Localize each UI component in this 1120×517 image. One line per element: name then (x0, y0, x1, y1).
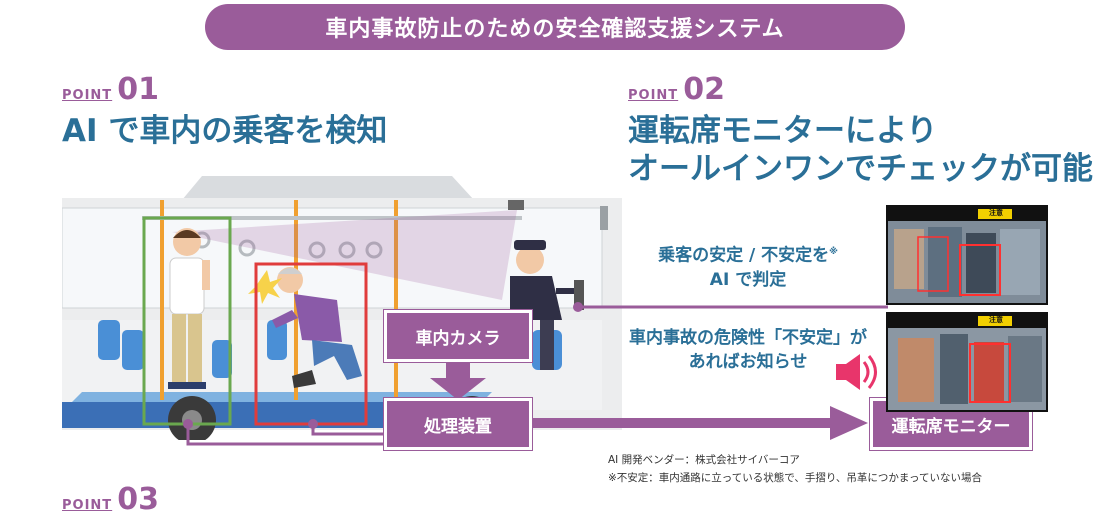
processor-box-label: 処理装置 (424, 416, 492, 437)
feature2-line2: あればお知らせ (688, 352, 808, 372)
camera-dot (573, 302, 583, 312)
strap-ring-3 (308, 241, 326, 259)
feature1-line2: AI で判定 (709, 269, 787, 290)
feature-alert-text: 車内事故の危険性「不安定」が あればお知らせ (612, 326, 884, 374)
processor-box: 処理装置 (384, 398, 532, 450)
point-01-title: AI で車内の乗客を検知 (62, 113, 388, 149)
point-02-word: POINT (628, 88, 679, 103)
camera-icon (508, 200, 524, 210)
falling-passenger (272, 267, 362, 388)
banner-title: 車内事故防止のための安全確認支援システム (325, 17, 785, 42)
monitor-screen-bottom: 注意 (886, 312, 1048, 412)
vendor-note: AI 開発ベンダー：株式会社サイバーコア (608, 454, 800, 466)
feature2-line1: 車内事故の危険性「不安定」が (629, 328, 867, 348)
impact-burst-icon (248, 270, 282, 304)
strap-ring-5 (365, 241, 383, 259)
unstable-to-processor-line (311, 424, 388, 436)
monitor-box-label: 運転席モニター (891, 416, 1011, 437)
seat-3 (212, 340, 232, 378)
processor-monitor-shaft (530, 418, 830, 428)
definition-note: ※不安定：車内通路に立っている状態で、手摺り、吊革につかまっていない場合 (608, 472, 982, 484)
point-01-number: 01 (117, 72, 160, 107)
stable-dot (183, 419, 193, 429)
point-02-title-line1: 運転席モニターにより (628, 113, 938, 149)
front-mirror (600, 206, 608, 230)
camera-to-processor-arrow (430, 362, 486, 400)
hand-rail (142, 216, 522, 220)
seat-1 (98, 320, 120, 360)
point-02-label: POINT 02 (628, 72, 725, 107)
monitor-screen-top-view (888, 207, 1046, 303)
point-03-number: 03 (117, 482, 160, 517)
monitor-screen-bottom-view (888, 314, 1046, 410)
point-01-label: POINT 01 (62, 72, 159, 107)
point-02-number: 02 (683, 72, 726, 107)
monitor-bottom-status: 注意 (989, 316, 1003, 324)
pole-1 (160, 200, 164, 400)
bus-roof-unit (182, 176, 474, 200)
title-banner: 車内事故防止のための安全確認支援システム (205, 4, 905, 50)
unstable-dot (308, 419, 318, 429)
bus-stripe-dark (62, 402, 482, 428)
point-03-label: POINT 03 (62, 482, 159, 517)
camera-view-cone (172, 210, 517, 300)
stable-to-processor-line (186, 424, 388, 446)
standing-passenger (168, 228, 210, 389)
pole-3 (394, 200, 398, 400)
point-02-title-line2: オールインワンでチェックが可能 (628, 151, 1093, 187)
camera-box: 車内カメラ (384, 310, 532, 362)
driver-figure (510, 240, 584, 370)
alert-speaker-icon (836, 354, 877, 390)
seat-4 (267, 320, 287, 360)
feature1-line1: 乗客の安定 / 不安定を (658, 245, 830, 266)
seat-2 (122, 330, 144, 370)
monitor-top-status: 注意 (989, 209, 1003, 217)
point-01-word: POINT (62, 88, 113, 103)
processor-monitor-arrowhead (830, 406, 868, 440)
camera-box-label: 車内カメラ (415, 328, 501, 349)
strap-ring-2 (238, 239, 256, 257)
feature-judge-text: 乗客の安定 / 不安定を※ AI で判定 (628, 240, 868, 292)
feature1-note-mark: ※ (829, 247, 838, 257)
point-03-word: POINT (62, 498, 113, 513)
diagram-connectors (183, 302, 888, 446)
bus-illustration (62, 176, 622, 440)
monitor-screen-top: 注意 (886, 205, 1048, 305)
strap-ring-4 (338, 241, 356, 259)
